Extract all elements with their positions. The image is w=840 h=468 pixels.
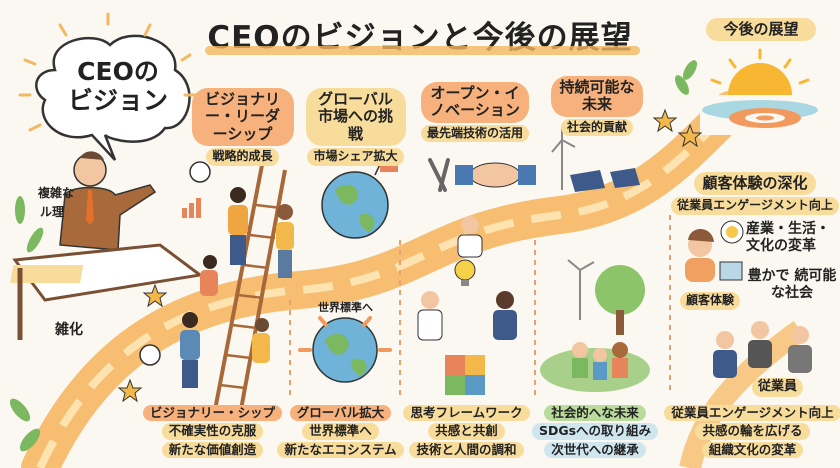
column-line: 世界標準へ — [302, 423, 379, 440]
family-icon — [572, 342, 628, 380]
ceo-figure-icon — [59, 151, 157, 251]
employee-label: 従業員 — [752, 378, 804, 397]
puzzle-icon — [445, 355, 485, 395]
bottom-column-visionary: ビジョナリー・シップ 不確実性の克服 新たな価値創造 — [143, 405, 283, 459]
fragment-text: 複雑な — [38, 186, 75, 200]
column-line: 共感と共創 — [428, 423, 505, 440]
smiley-icon — [720, 220, 744, 244]
column-line: 新たな価値創造 — [161, 441, 264, 459]
bubble-line-2: ビジョン — [67, 85, 168, 115]
globe-icon — [312, 317, 378, 383]
lower-path — [679, 321, 807, 468]
compass-icon — [139, 161, 211, 366]
column-line: SDGsへの取り組み — [531, 423, 659, 440]
pillar-subtitle: 従業員エンゲージメント向上 — [671, 197, 839, 216]
global-standard-label: 世界標準へ — [318, 301, 373, 314]
woman-laptop-icon — [685, 228, 743, 282]
column-line: 次世代への継承 — [544, 441, 646, 459]
pillar-visionary-leadership: ビジョナリー・リーダーシップ 戦略的成長 — [190, 88, 295, 166]
pillar-title: グローバル市場への挑戦 — [305, 88, 406, 146]
bottom-column-global: グローバル拡大 世界標準へ 新たなエコシステム — [277, 405, 404, 459]
column-line: 新たなエコシステム — [277, 441, 404, 459]
pillar-title: 持続可能な未来 — [551, 76, 643, 117]
pillar-customer-experience: 顧客体験の深化 従業員エンゲージメント向上 — [671, 172, 839, 216]
bottom-column-employee: 従業員エンゲージメント向上 共感の輪を広げる 組織文化の変革 — [664, 405, 840, 459]
title-underline — [205, 46, 640, 55]
solar-panel-icon — [570, 168, 640, 192]
column-title: 従業員エンゲージメント向上 — [664, 405, 840, 422]
pillar-sustainable-future: 持続可能な未来 社会的貢献 — [548, 76, 646, 137]
pillar-title: 顧客体験の深化 — [694, 172, 816, 196]
section-dividers — [289, 215, 671, 395]
sun-icon — [700, 48, 820, 135]
pillar-subtitle: 市場シェア拡大 — [307, 147, 404, 166]
lightbulb-icon — [454, 259, 476, 286]
column-line: 技術と人間の調和 — [409, 441, 524, 459]
wind-turbine-icon — [551, 126, 576, 190]
star-icons — [117, 108, 703, 403]
leaf-icons — [9, 60, 697, 452]
bottom-column-social: 社会的へな未来 SDGsへの取り組み 次世代への継承 — [531, 405, 659, 459]
fragment-text: ル理 — [40, 205, 65, 219]
pillar-subtitle: 最先端技術の活用 — [420, 124, 529, 143]
pillar-subtitle: 戦略的成長 — [206, 147, 279, 166]
pillar-global-market: グローバル市場への挑戦 市場シェア拡大 — [303, 88, 408, 166]
bubble-line-1: CEOの — [77, 57, 159, 86]
wrench-icon — [428, 158, 450, 192]
column-line: 共感の輪を広げる — [695, 423, 810, 440]
column-title: ビジョナリー・シップ — [143, 405, 283, 422]
transform-text: 産業・生活・文化の変革 — [746, 221, 830, 254]
pillar-subtitle: 社会的貢献 — [560, 118, 633, 137]
pillar-open-innovation: オープン・イノベーション 最先端技術の活用 — [420, 82, 530, 143]
ceo-vision-bubble: CEOの ビジョン — [58, 57, 178, 116]
column-title: 社会的へな未来 — [544, 405, 646, 422]
bottom-column-thinking: 思考フレームワーク 共感と共創 技術と人間の調和 — [403, 405, 530, 459]
wind-turbine-icon — [567, 259, 595, 320]
people-icons — [180, 187, 294, 388]
employees-icon — [713, 321, 812, 378]
growth-path-highlight — [36, 107, 733, 468]
bar-chart-icon — [182, 198, 201, 218]
pillar-title: オープン・イノベーション — [421, 82, 529, 123]
tree-icon — [595, 265, 645, 335]
globe-icon — [321, 159, 398, 239]
column-title: 思考フレームワーク — [403, 405, 530, 422]
customer-label: 顧客体験 — [680, 292, 741, 310]
planning-desk-icon — [10, 243, 204, 340]
people-icons — [417, 291, 517, 341]
cloud-speech-bubble-icon — [35, 34, 191, 161]
column-line: 不確実性の克服 — [161, 423, 264, 440]
scientist-icon — [457, 216, 483, 258]
convergence-arrows — [298, 316, 392, 352]
fragment-text: 雑化 — [55, 322, 83, 338]
society-text: 豊かで 続可能な社会 — [747, 268, 837, 301]
pillar-title: ビジョナリー・リーダーシップ — [191, 88, 294, 146]
column-title: グローバル拡大 — [289, 405, 392, 422]
handshake-icon — [455, 162, 536, 188]
future-outlook-badge: 今後の展望 — [706, 18, 816, 42]
column-line: 組織文化の変革 — [701, 441, 804, 459]
